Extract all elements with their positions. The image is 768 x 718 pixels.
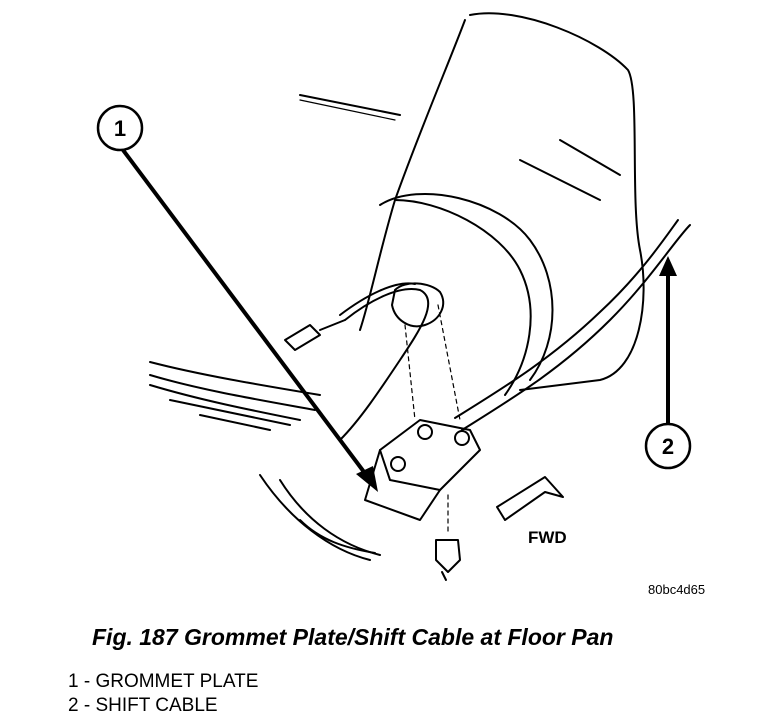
- image-id: 80bc4d65: [648, 582, 705, 597]
- legend: 1 - GROMMET PLATE 2 - SHIFT CABLE: [68, 670, 258, 718]
- fwd-arrow: [496, 476, 564, 521]
- shift-cable: [461, 224, 691, 431]
- seat-outline: [469, 12, 645, 391]
- floor-line: [149, 361, 321, 396]
- svg-text:2: 2: [662, 434, 674, 459]
- tunnel: [394, 199, 532, 396]
- callout-2: 2: [644, 256, 692, 470]
- legend-item-shift-cable: 2 - SHIFT CABLE: [68, 695, 218, 716]
- svg-text:1: 1: [114, 116, 126, 141]
- exploded-diagram: 1 2 FWD 80bc4d65: [96, 12, 705, 597]
- fwd-label: FWD: [528, 528, 567, 547]
- linkage-cable: [339, 288, 430, 441]
- figure-caption: Fig. 187 Grommet Plate/Shift Cable at Fl…: [92, 624, 614, 650]
- seat-back: [379, 193, 554, 381]
- bolt: [435, 539, 461, 573]
- connector: [284, 324, 321, 351]
- legend-item-grommet-plate: 1 - GROMMET PLATE: [68, 671, 259, 692]
- grommet-plate: [379, 419, 481, 491]
- callout-1: 1: [96, 104, 378, 492]
